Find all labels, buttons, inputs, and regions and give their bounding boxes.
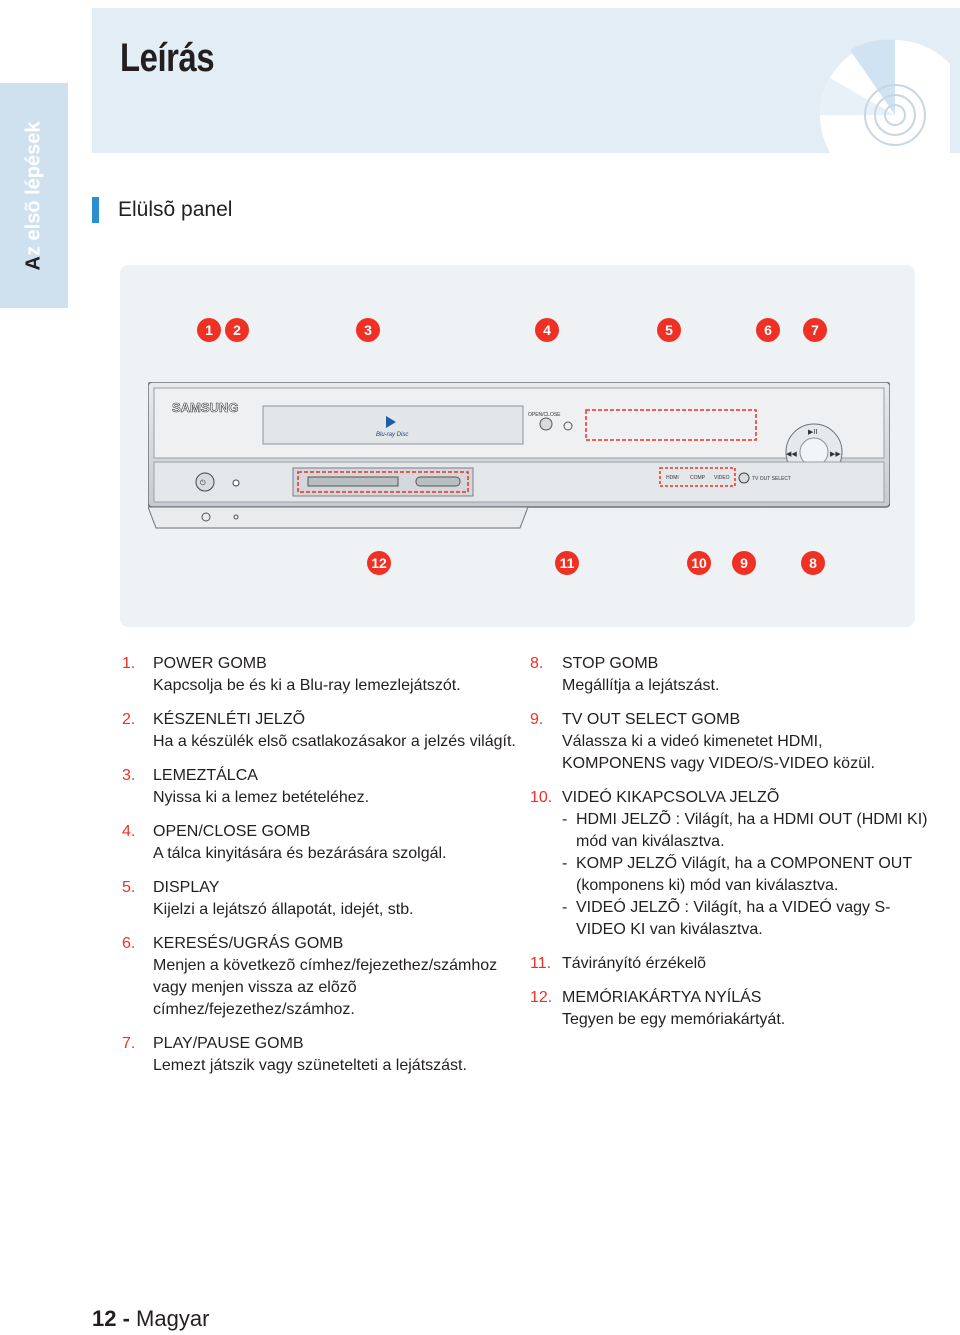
led-label-comp: COMP	[690, 475, 706, 481]
callout-4: 4	[535, 318, 559, 342]
callout-7: 7	[803, 318, 827, 342]
open-close-label: OPEN/CLOSE	[528, 412, 561, 418]
svg-text:◀◀: ◀◀	[786, 450, 797, 458]
item-title: OPEN/CLOSE GOMB	[153, 823, 311, 840]
item-desc: Lemezt játszik vagy szünetelteti a leját…	[153, 1057, 467, 1074]
list-item: 7. PLAY/PAUSE GOMB Lemezt játszik vagy szü…	[122, 1033, 517, 1077]
section-bar	[92, 197, 99, 223]
list-item: 4. OPEN/CLOSE GOMB A tálca kinyitására és …	[122, 821, 517, 865]
callout-6: 6	[756, 318, 780, 342]
chapter-side-tab	[0, 83, 68, 308]
description-list-right: 8. STOP GOMB Megállítja a lejátszást. 9. TV…	[530, 653, 930, 1043]
item-desc: Kapcsolja be és ki a Blu-ray lemezlejáts…	[153, 677, 461, 694]
brand-logo: SAMSUNG	[172, 400, 238, 415]
item-title: KERESÉS/UGRÁS GOMB	[153, 935, 344, 952]
side-label-first: A	[22, 256, 45, 271]
item-number: 11.	[530, 955, 552, 972]
disc-decoration-icon	[820, 39, 950, 170]
list-item: 6. KERESÉS/UGRÁS GOMB Menjen a következõ c…	[122, 933, 517, 1021]
item-title: VIDEÓ KIKAPCSOLVA JELZÕ	[562, 789, 780, 806]
callout-10: 10	[687, 551, 711, 575]
page-title: Leírás	[120, 36, 215, 80]
callout-8: 8	[801, 551, 825, 575]
bullet-text: KOMP JELZŐ Világít, ha a COMPONENT OUT (…	[576, 855, 912, 894]
list-item: 9. TV OUT SELECT GOMB Válassza ki a videó …	[530, 709, 930, 775]
item-number: 9.	[530, 711, 544, 728]
callout-3: 3	[356, 318, 380, 342]
bullet-text: VIDEÓ JELZÕ : Világít, ha a VIDEÓ vagy S…	[576, 899, 891, 938]
list-item: 11. Távirányító érzékelõ	[530, 953, 930, 975]
item-title: Távirányító érzékelõ	[562, 955, 707, 972]
bullet-text: HDMI JELZÕ : Világít, ha a HDMI OUT (HDM…	[576, 811, 928, 850]
svg-text:⏻: ⏻	[200, 479, 206, 487]
list-item: 8. STOP GOMB Megállítja a lejátszást.	[530, 653, 930, 697]
callout-12: 12	[367, 551, 391, 575]
svg-text:▶▶: ▶▶	[830, 450, 841, 458]
led-label-hdmi: HDMI	[666, 475, 679, 481]
callout-1: 1	[197, 318, 221, 342]
list-item: 5. DISPLAY Kijelzi a lejátszó állapotát, i…	[122, 877, 517, 921]
item-title: KÉSZENLÉTI JELZÕ	[153, 711, 306, 728]
footer-language: Magyar	[136, 1306, 210, 1331]
item-desc: A tálca kinyitására és bezárására szolgá…	[153, 845, 447, 862]
item-number: 10.	[530, 789, 553, 806]
list-item: 3. LEMEZTÁLCA Nyissa ki a lemez betételéhe…	[122, 765, 517, 809]
item-number: 3.	[122, 767, 136, 784]
item-number: 6.	[122, 935, 136, 952]
led-label-video: VIDEO	[714, 475, 730, 481]
bullet-item: -HDMI JELZÕ : Világít, ha a HDMI OUT (HD…	[562, 811, 928, 850]
item-title: MEMÓRIAKÁRTYA NYÍLÁS	[562, 989, 762, 1006]
item-number: 1.	[122, 655, 136, 672]
item-title: PLAY/PAUSE GOMB	[153, 1035, 304, 1052]
page-number: 12 -	[92, 1306, 130, 1331]
item-number: 4.	[122, 823, 136, 840]
callout-11: 11	[555, 551, 579, 575]
item-number: 5.	[122, 879, 136, 896]
item-title: DISPLAY	[153, 879, 220, 896]
item-desc: Tegyen be egy memóriakártyát.	[562, 1011, 786, 1028]
bluray-player-drawing: SAMSUNG Blu-ray Disc OPEN/CLOSE ▶II ◀◀ ▶…	[148, 382, 890, 529]
item-number: 12.	[530, 989, 553, 1006]
page-footer: 12 - Magyar	[92, 1306, 209, 1332]
item-desc: Menjen a következõ címhez/fejezethez/szá…	[153, 957, 498, 1018]
item-title: POWER GOMB	[153, 655, 267, 672]
tv-out-label: TV OUT SELECT	[752, 476, 791, 482]
item-title: LEMEZTÁLCA	[153, 767, 258, 784]
item-title: TV OUT SELECT GOMB	[562, 711, 741, 728]
side-label-rest: z elsõ lépések	[22, 121, 45, 257]
item-number: 2.	[122, 711, 136, 728]
svg-text:▶II: ▶II	[808, 428, 818, 436]
item-desc: Megállítja a lejátszást.	[562, 677, 720, 694]
bullet-item: -KOMP JELZŐ Világít, ha a COMPONENT OUT …	[562, 855, 912, 894]
item-title: STOP GOMB	[562, 655, 659, 672]
section-title: Elülsõ panel	[118, 198, 233, 221]
description-list-left: 1. POWER GOMB Kapcsolja be és ki a Blu-ray…	[122, 653, 517, 1089]
item-desc: Nyissa ki a lemez betételéhez.	[153, 789, 370, 806]
callout-5: 5	[657, 318, 681, 342]
list-item: 12. MEMÓRIAKÁRTYA NYÍLÁS Tegyen be egy mem…	[530, 987, 930, 1031]
header-band	[92, 8, 960, 153]
list-item: 2. KÉSZENLÉTI JELZÕ Ha a készülék elsõ csa…	[122, 709, 517, 753]
item-number: 8.	[530, 655, 544, 672]
list-item: 1. POWER GOMB Kapcsolja be és ki a Blu-ray…	[122, 653, 517, 697]
bullet-item: -VIDEÓ JELZÕ : Világít, ha a VIDEÓ vagy …	[562, 899, 891, 938]
chapter-side-label: Az elsõ lépések	[23, 122, 46, 271]
callout-2: 2	[225, 318, 249, 342]
item-desc: Válassza ki a videó kimenetet HDMI, KOMP…	[562, 733, 875, 772]
bluray-logo-text: Blu-ray Disc	[376, 432, 408, 438]
callout-9: 9	[732, 551, 756, 575]
list-item: 10. VIDEÓ KIKAPCSOLVA JELZÕ -HDMI JELZÕ :…	[530, 787, 930, 941]
item-desc: Ha a készülék elsõ csatlakozásakor a jel…	[153, 733, 516, 750]
item-number: 7.	[122, 1035, 136, 1052]
item-desc: Kijelzi a lejátszó állapotát, idejét, st…	[153, 901, 414, 918]
